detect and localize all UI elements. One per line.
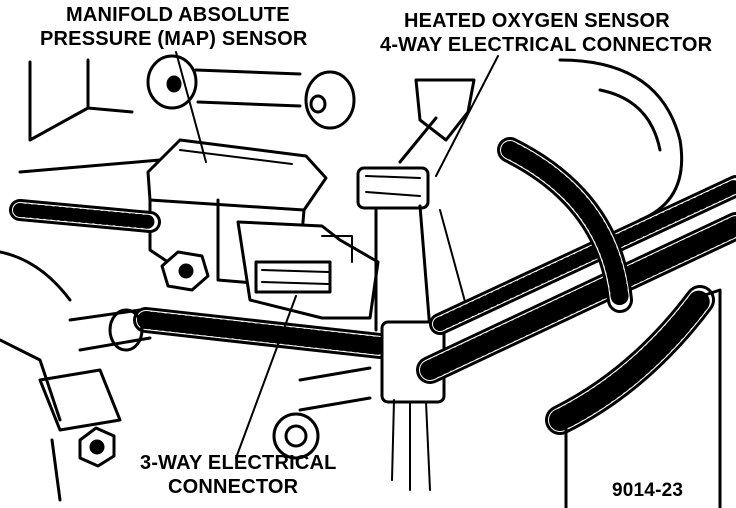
lower-bracket (38, 368, 320, 502)
leader-map-sensor (175, 51, 207, 163)
leader-o2-connector (435, 55, 499, 177)
map-sensor-label-line1: MANIFOLD ABSOLUTE (66, 4, 290, 26)
body-panel (0, 58, 162, 422)
wire-harness-right (416, 137, 736, 435)
wire-harness-left (9, 199, 393, 359)
map-vacuum-tube (146, 54, 356, 130)
lower-pipe (68, 308, 372, 412)
engine-block (558, 58, 722, 508)
three-way-label-line1: 3-WAY ELECTRICAL (140, 452, 337, 474)
o2-connector (356, 78, 476, 491)
three-way-connector (236, 220, 380, 320)
three-way-label-line2: CONNECTOR (168, 476, 299, 498)
o2-sensor-label-line1: HEATED OXYGEN SENSOR (404, 10, 670, 32)
leader-three-way-connector (235, 295, 297, 459)
map-sensor (146, 138, 328, 292)
map-sensor-label-line2: PRESSURE (MAP) SENSOR (40, 28, 308, 50)
figure-number: 9014-23 (612, 480, 684, 501)
o2-sensor-label-line2: 4-WAY ELECTRICAL CONNECTOR (380, 34, 713, 56)
leader-lines (175, 51, 499, 459)
